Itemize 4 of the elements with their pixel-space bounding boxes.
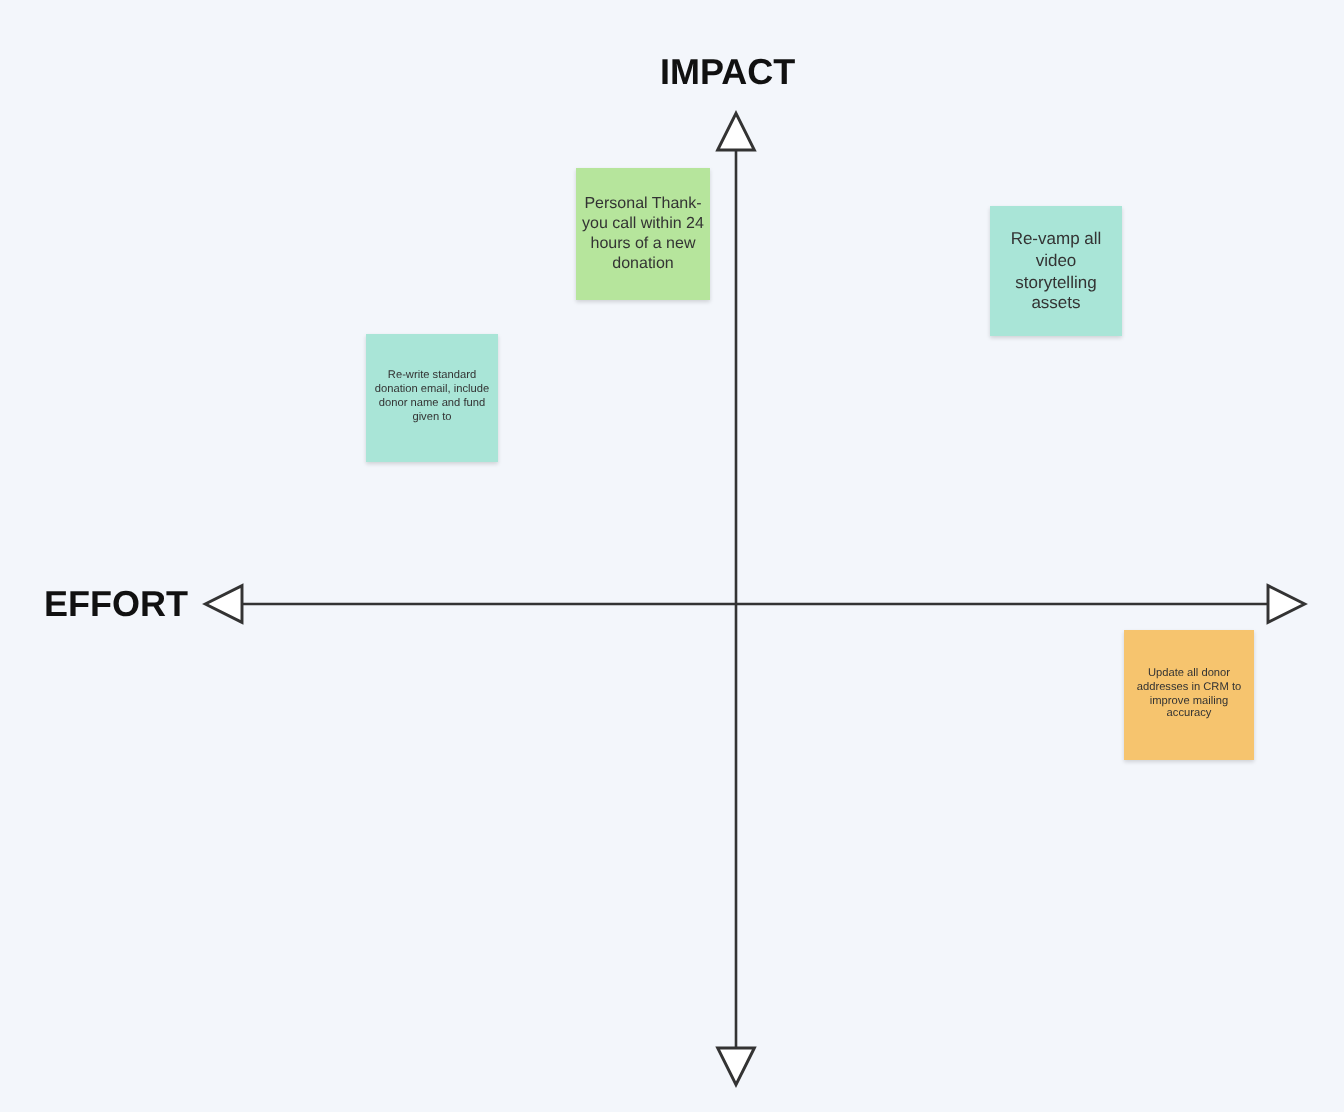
axis-label: EFFORT — [44, 584, 188, 626]
axis-label: IMPACT — [660, 52, 796, 94]
sticky-note: Re-vamp all video storytelling assets — [990, 206, 1122, 336]
sticky-note: Personal Thank-you call within 24 hours of a new donation — [576, 168, 710, 300]
